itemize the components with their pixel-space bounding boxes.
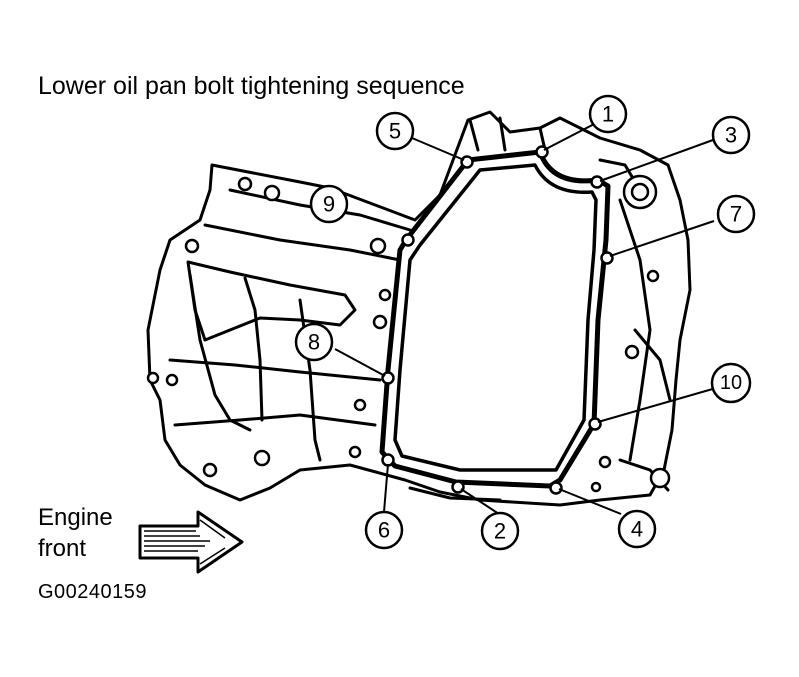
- callout-2-number: 2: [494, 519, 506, 544]
- bolt-5: [460, 155, 474, 169]
- callouts: 1 2 3 4 5 6 7 8 9 10: [294, 94, 756, 551]
- callout-8-number: 8: [308, 330, 320, 355]
- bolt-9: [401, 233, 415, 247]
- callout-3: 3: [711, 115, 751, 155]
- pan-bolts: [381, 145, 614, 495]
- callout-1: 1: [588, 94, 628, 134]
- lower-oil-pan: [379, 149, 611, 489]
- callout-9: 9: [309, 184, 349, 224]
- callout-8: 8: [294, 322, 334, 362]
- callout-10-number: 10: [720, 372, 742, 394]
- bolt-8: [381, 371, 395, 385]
- callout-6: 6: [364, 510, 404, 550]
- bolt-4: [549, 481, 563, 495]
- bolt-7: [600, 251, 614, 265]
- block-bolt-holes: [146, 174, 671, 493]
- leader-lines: [334, 120, 731, 515]
- engine-front-label-line1: Engine: [38, 504, 113, 531]
- engine-front-arrow: [138, 510, 244, 574]
- callout-5-number: 5: [389, 119, 401, 144]
- engine-front-label: Engine front: [38, 502, 113, 564]
- bolt-10: [588, 417, 602, 431]
- callout-9-number: 9: [323, 192, 335, 217]
- callout-3-number: 3: [725, 123, 737, 148]
- engine-front-label-line2: front: [38, 535, 87, 562]
- callout-4-number: 4: [631, 517, 643, 542]
- bolt-6: [381, 453, 395, 467]
- callout-2: 2: [480, 511, 520, 551]
- upper-oil-pan-outline: [146, 110, 692, 507]
- callout-7: 7: [716, 194, 756, 234]
- callout-10: 10: [710, 362, 752, 404]
- diagram-title: Lower oil pan bolt tightening sequence: [38, 72, 465, 100]
- bolt-2: [451, 480, 465, 494]
- figure-code: G00240159: [38, 581, 148, 603]
- callout-6-number: 6: [378, 518, 390, 543]
- callout-7-number: 7: [730, 202, 742, 227]
- bolt-3: [590, 175, 604, 189]
- callout-5: 5: [375, 111, 415, 151]
- callout-4: 4: [617, 509, 657, 549]
- callout-1-number: 1: [602, 102, 614, 127]
